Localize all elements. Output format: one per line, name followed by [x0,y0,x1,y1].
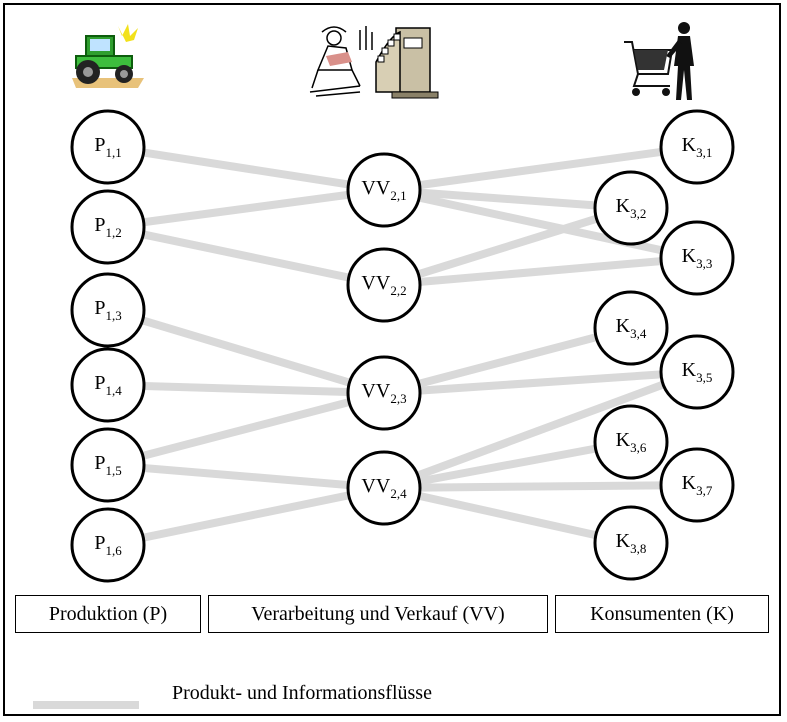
node-circle [346,152,422,228]
node-circle [70,347,146,423]
flow-line-vv4-k7 [383,481,698,492]
node-circle [593,404,669,480]
diagram-frame [3,3,781,716]
flow-line-p3-vv3 [106,306,386,397]
node-label: P1,1 [94,134,121,160]
node-label: VV2,1 [361,177,406,203]
node-label: P1,3 [94,297,121,323]
node-label: K3,5 [682,359,713,385]
flow-line-vv4-k5 [382,368,699,492]
node-label: VV2,2 [361,272,406,298]
node-k-3-5: K3,5 [659,334,735,410]
flow-line-p2-vv1 [107,186,385,231]
flow-line-vv2-k3 [383,254,698,289]
flow-line-p2-vv2 [107,223,385,289]
node-k-3-2: K3,2 [593,170,669,246]
flow-line-vv3-k4 [382,324,633,397]
node-vv-2-3: VV2,3 [346,355,422,431]
node-circle [593,505,669,581]
node-circle [659,447,735,523]
node-label: K3,7 [682,472,713,498]
flow-line-vv3-k5 [383,368,698,397]
flow-lines [106,143,699,549]
flow-line-p5-vv3 [106,389,386,469]
node-vv-2-2: VV2,2 [346,247,422,323]
node-circle [593,170,669,246]
node-label: P1,2 [94,214,121,240]
node-circle [346,355,422,431]
node-k-3-6: K3,6 [593,404,669,480]
node-vv-2-1: VV2,1 [346,152,422,228]
node-p-1-3: P1,3 [70,272,146,348]
node-p-1-1: P1,1 [70,109,146,185]
flow-line-p5-vv4 [107,461,385,492]
node-p-1-6: P1,6 [70,507,146,583]
node-k-3-4: K3,4 [593,290,669,366]
shopper-with-cart-icon [624,22,694,100]
node-label: K3,1 [682,134,713,160]
nodes: P1,1P1,2P1,3P1,4P1,5P1,6 VV2,1VV2,2VV2,3V… [70,109,735,583]
node-circle [70,427,146,503]
node-label: P1,4 [94,372,122,398]
node-circle [346,450,422,526]
stage-production-label: Produktion (P) [15,595,201,633]
node-circle [346,247,422,323]
node-circle [70,189,146,265]
node-circle [70,272,146,348]
flow-line-p1-vv1 [107,143,385,194]
node-label: P1,6 [94,532,122,558]
legend-flow-swatch [33,701,139,709]
node-label: VV2,3 [361,380,406,406]
node-k-3-7: K3,7 [659,447,735,523]
node-k-3-3: K3,3 [659,220,735,296]
node-k-3-1: K3,1 [659,109,735,185]
stage-processing-label: Verarbeitung und Verkauf (VV) [208,595,548,633]
flow-line-vv1-k2 [383,186,632,212]
node-circle [659,220,735,296]
flow-line-p6-vv4 [107,484,385,549]
node-circle [70,109,146,185]
node-label: K3,6 [616,429,647,455]
flow-line-vv1-k1 [383,143,698,194]
node-vv-2-4: VV2,4 [346,450,422,526]
node-p-1-2: P1,2 [70,189,146,265]
butcher-and-cash-register-icon [309,26,439,99]
node-label: K3,4 [616,315,647,341]
flow-line-vv2-k2 [382,204,633,289]
flow-line-vv4-k6 [383,438,632,492]
node-p-1-4: P1,4 [70,347,146,423]
node-circle [593,290,669,366]
flow-line-vv4-k8 [383,484,632,547]
legend-flow-label: Produkt- und Informationsflüsse [172,682,432,704]
tractor-icon [72,24,144,88]
node-p-1-5: P1,5 [70,427,146,503]
node-circle [659,334,735,410]
node-label: K3,8 [616,530,647,556]
node-circle [70,507,146,583]
flow-line-vv1-k3 [383,186,698,262]
node-label: P1,5 [94,452,121,478]
node-circle [659,109,735,185]
node-k-3-8: K3,8 [593,505,669,581]
supply-chain-network: P1,1P1,2P1,3P1,4P1,5P1,6 VV2,1VV2,2VV2,3V… [70,109,735,583]
flow-line-p4-vv3 [107,381,385,397]
stage-consumers-label: Konsumenten (K) [555,595,769,633]
node-label: K3,3 [682,245,713,271]
node-label: K3,2 [616,195,647,221]
node-label: VV2,4 [361,475,407,501]
